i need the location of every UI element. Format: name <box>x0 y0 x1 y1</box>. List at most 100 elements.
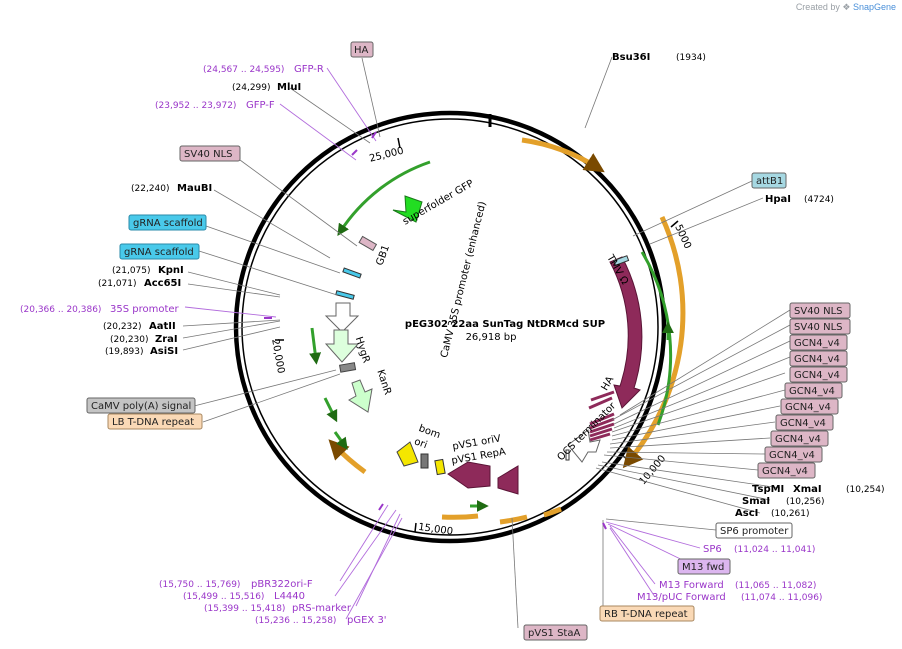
tag-gcn4-5: GCN4_v4 <box>785 402 831 413</box>
primer-gfp-r-label: GFP-R <box>294 64 324 75</box>
tag-grna-scaffold-1: gRNA scaffold <box>133 218 203 229</box>
label-hygr: HygR <box>353 336 372 365</box>
polya-box <box>339 362 357 373</box>
enzyme-mlui-name: MluI <box>277 82 301 93</box>
ocs-arrow <box>567 429 601 463</box>
primer-l4440-coord: (15,499 .. 15,516) <box>183 592 264 602</box>
ori-arrow <box>396 441 419 467</box>
primer-lines <box>184 67 701 620</box>
primer-pgex-coord: (15,236 .. 15,258) <box>255 616 336 626</box>
enzyme-hpai-coord: (4724) <box>804 195 834 205</box>
primer-labels: (24,567 .. 24,595) GFP-R (23,952 .. 23,9… <box>20 64 822 626</box>
primer-35s-coord: (20,366 .. 20,386) <box>20 305 101 315</box>
enzyme-xmai-name: XmaI <box>793 484 822 495</box>
tag-gcn4-3: GCN4_v4 <box>794 370 840 381</box>
plasmid-title: pEG302 22aa SunTag NtDRMcd SUP <box>405 319 605 330</box>
tag-gcn4-7: GCN4_v4 <box>775 434 821 445</box>
snapgene-credit: Created by ❖ SnapGene <box>796 2 896 13</box>
tag-sv40-nls-r1: SV40 NLS <box>794 306 843 317</box>
primer-prs-coord: (15,399 .. 15,418) <box>204 604 285 614</box>
inner-shapes <box>324 195 643 495</box>
primer-pgex-label: pGEX 3' <box>347 615 387 626</box>
enzyme-acc65i-coord: (21,071) <box>98 279 137 289</box>
label-gb1: GB1 <box>375 244 393 267</box>
oriv-box <box>434 458 446 476</box>
primer-m13-forward-coord: (11,065 .. 11,082) <box>735 581 816 591</box>
grna-box-1 <box>342 267 362 279</box>
enzyme-zrai-coord: (20,230) <box>110 335 149 345</box>
enzyme-aatii-name: AatII <box>149 321 176 332</box>
tag-attb1: attB1 <box>756 176 783 187</box>
enzyme-asci-name: AscI <box>735 508 758 519</box>
gb1-box <box>358 235 378 252</box>
tag-rb-tdna: RB T-DNA repeat <box>604 609 688 620</box>
tmv-box <box>613 255 630 266</box>
primer-m13-forward-label: M13 Forward <box>659 580 724 591</box>
gcn4-bars <box>588 390 615 442</box>
enzyme-smai-name: SmaI <box>742 496 770 507</box>
primer-pbr322-label: pBR322ori-F <box>251 579 313 590</box>
label-kanr: KanR <box>374 368 392 396</box>
tag-lb-tdna: LB T-DNA repeat <box>112 417 194 428</box>
enzyme-tspmi-name: TspMI <box>752 484 784 495</box>
pvs1-repa-arrow <box>447 461 491 489</box>
enzyme-bsu36i-name: Bsu36I <box>612 52 650 63</box>
plasmid-size: 26,918 bp <box>466 332 517 343</box>
enzyme-asci-coord: (10,261) <box>771 509 810 519</box>
tag-gcn4-9: GCN4_v4 <box>762 466 808 477</box>
tag-gcn4-8: GCN4_v4 <box>769 450 815 461</box>
primer-l4440-label: L4440 <box>274 591 305 602</box>
enzyme-mlui-coord: (24,299) <box>232 83 271 93</box>
primer-sp6-label: SP6 <box>703 544 722 555</box>
camv35s-arrow <box>324 302 360 333</box>
pvs1-staa-arrow <box>497 465 519 495</box>
primer-prs-label: pRS-marker <box>292 603 352 614</box>
tag-grna-scaffold-2: gRNA scaffold <box>124 247 194 258</box>
inner-green-features <box>309 160 674 512</box>
tick-15000: 15,000 <box>417 522 453 538</box>
primer-35s-label: 35S promoter <box>110 304 180 315</box>
primer-m13-puc-label: M13/pUC Forward <box>637 592 726 603</box>
enzyme-kpni-name: KpnI <box>158 265 184 276</box>
primer-gfp-r-coord: (24,567 .. 24,595) <box>203 65 284 75</box>
credit-brand: SnapGene <box>852 2 896 12</box>
outer-features <box>328 137 686 525</box>
primer-pbr322-coord: (15,750 .. 15,769) <box>159 580 240 590</box>
label-ori: ori <box>413 436 429 451</box>
credit-text: Created by <box>795 2 840 12</box>
enzyme-tspmi-coord: (10,254) <box>846 485 885 495</box>
enzyme-kpni-coord: (21,075) <box>112 266 151 276</box>
tag-m13-fwd: M13 fwd <box>682 562 724 573</box>
tag-camv-polya: CaMV poly(A) signal <box>91 401 191 412</box>
label-ha-inner: HA <box>600 375 617 393</box>
enzyme-zrai-name: ZraI <box>155 334 178 345</box>
enzyme-acc65i-name: Acc65I <box>144 278 181 289</box>
enzyme-bsu36i-coord: (1934) <box>676 53 706 63</box>
bom-box <box>420 453 429 469</box>
tag-sp6-promoter: SP6 promoter <box>720 526 789 537</box>
enzyme-smai-coord: (10,256) <box>786 497 825 507</box>
enzyme-asisi-coord: (19,893) <box>105 347 144 357</box>
enzyme-maubi-name: MauBI <box>177 183 212 194</box>
primer-gfp-f-coord: (23,952 .. 23,972) <box>155 101 236 111</box>
enzyme-maubi-coord: (22,240) <box>131 184 170 194</box>
tag-sv40-nls-left: SV40 NLS <box>184 149 233 160</box>
enzyme-aatii-coord: (20,232) <box>103 322 142 332</box>
enzyme-labels: (24,299) MluI (22,240) MauBI (21,075) Kp… <box>98 52 885 519</box>
grna-box-2 <box>335 290 355 300</box>
cas9-arrow <box>609 256 643 409</box>
hygr-arrow <box>324 329 360 363</box>
tag-gcn4-6: GCN4_v4 <box>780 418 826 429</box>
feature-tags: HA SV40 NLS gRNA scaffold gRNA scaffold … <box>86 41 851 641</box>
primer-m13-puc-coord: (11,074 .. 11,096) <box>741 593 822 603</box>
primer-gfp-f-label: GFP-F <box>246 100 275 111</box>
tag-pvs1-staa: pVS1 StaA <box>528 628 580 639</box>
superfolder-gfp-arrow <box>392 195 423 223</box>
primer-sp6-coord: (11,024 .. 11,041) <box>734 545 815 555</box>
tag-gcn4-1: GCN4_v4 <box>794 338 840 349</box>
kanr-arrow <box>348 379 373 413</box>
tag-gcn4-4: GCN4_v4 <box>789 386 835 397</box>
enzyme-asisi-name: AsiSI <box>150 346 178 357</box>
tag-ha-top: HA <box>354 45 369 56</box>
